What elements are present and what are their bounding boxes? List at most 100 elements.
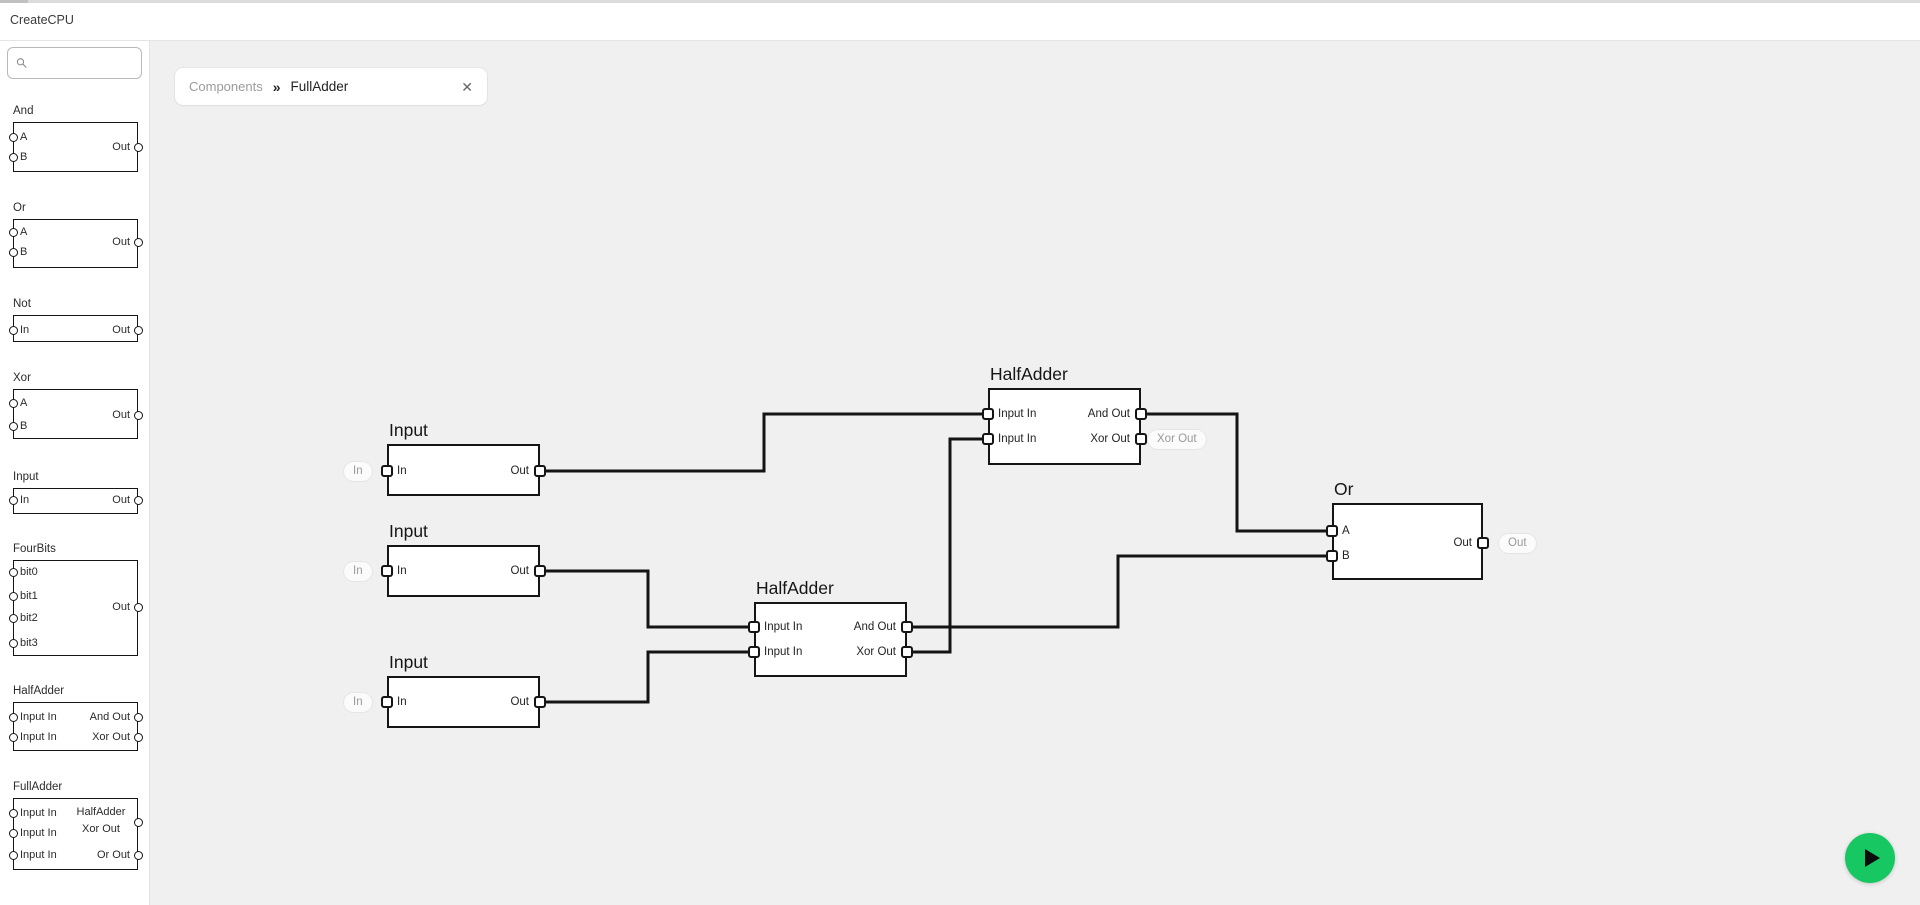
sidebar-component-name-not: Not	[13, 298, 31, 310]
search-icon	[16, 58, 27, 68]
tab-close-icon[interactable]: ✕	[461, 78, 473, 95]
sidebar-and-output-label-1: Out	[112, 141, 130, 153]
sidebar-fourbits-input-label-1: bit0	[20, 566, 38, 578]
app-title: CreateCPU	[10, 13, 74, 27]
sidebar-component-halfadder[interactable]	[13, 702, 138, 751]
node-input-2-input-port-1[interactable]	[381, 565, 393, 577]
sidebar-input-input-label-1: In	[20, 494, 30, 506]
sidebar-component-not[interactable]	[13, 315, 138, 342]
sidebar-component-name-halfadder: HalfAdder	[13, 685, 65, 697]
sidebar-not-input-port-1	[8, 325, 18, 335]
sidebar	[0, 41, 150, 905]
sidebar-halfadder-output-label-2: Xor Out	[92, 731, 130, 743]
node-halfadder-bottom[interactable]	[754, 602, 907, 677]
node-or-1-input-label-2: B	[1342, 550, 1350, 562]
sidebar-not-output-label-1: Out	[112, 324, 130, 336]
sidebar-or-output-port-1	[133, 237, 143, 247]
sidebar-fulladder-input-label-3: Input In	[20, 849, 57, 861]
run-simulation-button[interactable]	[1845, 833, 1895, 883]
tab-title: FullAdder	[290, 79, 349, 94]
sidebar-component-name-or: Or	[13, 202, 26, 214]
sidebar-halfadder-output-port-1	[133, 712, 143, 722]
sidebar-fulladder-output-port-2	[133, 850, 143, 860]
node-input-2-output-label-1: Out	[510, 565, 529, 577]
node-halfadder-top[interactable]	[988, 388, 1141, 465]
node-or-1-input-label-1: A	[1342, 525, 1350, 537]
wire-halfadder-bottom-xor-out-to-halfadder-top-input-in-2[interactable]	[907, 437, 988, 654]
sidebar-halfadder-output-label-1: And Out	[89, 711, 130, 723]
component-search[interactable]	[7, 47, 142, 79]
sidebar-and-input-port-1	[8, 132, 18, 142]
node-halfadder-top-output-port-1[interactable]	[1135, 408, 1147, 420]
sidebar-component-name-xor: Xor	[13, 372, 31, 384]
sidebar-fulladder-input-label-2: Input In	[20, 827, 57, 839]
sidebar-component-name-fourbits: FourBits	[13, 543, 56, 555]
wire-input-1-out-to-halfadder-top-input-in-1[interactable]	[540, 412, 988, 473]
sidebar-component-and[interactable]	[13, 122, 138, 172]
sidebar-or-input-label-2: B	[20, 246, 28, 258]
node-halfadder-top-output-port-2[interactable]	[1135, 433, 1147, 445]
sidebar-component-fulladder[interactable]	[13, 798, 138, 870]
sidebar-and-input-label-2: B	[20, 151, 28, 163]
sidebar-and-output-port-1	[133, 142, 143, 152]
sidebar-component-name-input: Input	[13, 471, 39, 483]
wire-halfadder-bottom-and-out-to-or-1-b[interactable]	[907, 554, 1332, 629]
sidebar-input-output-label-1: Out	[112, 494, 130, 506]
node-input-2-input-pin-tag: In	[344, 562, 372, 581]
play-icon	[1865, 849, 1880, 867]
node-halfadder-top-output-label-2: Xor Out	[1090, 433, 1130, 445]
node-input-3-title: Input	[389, 652, 428, 672]
search-input[interactable]	[33, 55, 133, 71]
node-input-3-input-port-1[interactable]	[381, 696, 393, 708]
node-input-3-output-port-1[interactable]	[534, 696, 546, 708]
sidebar-or-output-label-1: Out	[112, 236, 130, 248]
sidebar-component-xor[interactable]	[13, 389, 138, 439]
wire-input-2-out-to-halfadder-bottom-input-in-1[interactable]	[540, 569, 754, 629]
sidebar-fourbits-output-label-1: Out	[112, 601, 130, 613]
node-input-3-input-pin-tag: In	[344, 693, 372, 712]
sidebar-component-fourbits[interactable]	[13, 560, 138, 656]
node-halfadder-bottom-output-label-2: Xor Out	[856, 646, 896, 658]
node-halfadder-bottom-input-label-2: Input In	[764, 646, 803, 658]
node-halfadder-bottom-input-port-2[interactable]	[748, 646, 760, 658]
sidebar-component-or[interactable]	[13, 219, 138, 268]
node-halfadder-bottom-output-port-2[interactable]	[901, 646, 913, 658]
sidebar-fourbits-input-label-4: bit3	[20, 637, 38, 649]
node-halfadder-bottom-output-port-1[interactable]	[901, 621, 913, 633]
sidebar-or-input-port-2	[8, 247, 18, 257]
sidebar-fourbits-input-port-4	[8, 638, 18, 648]
window-top-strip	[0, 0, 1920, 3]
node-input-1-output-port-1[interactable]	[534, 465, 546, 477]
node-or-1-input-port-2[interactable]	[1326, 550, 1338, 562]
sidebar-halfadder-input-port-2	[8, 732, 18, 742]
wire-halfadder-top-and-out-to-or-1-a[interactable]	[1141, 412, 1332, 533]
node-halfadder-bottom-input-port-1[interactable]	[748, 621, 760, 633]
node-or-1-input-port-1[interactable]	[1326, 525, 1338, 537]
node-input-1-input-pin-tag: In	[344, 462, 372, 481]
sidebar-halfadder-input-label-1: Input In	[20, 711, 57, 723]
sidebar-fulladder-output-label-1: HalfAdder Xor Out	[76, 806, 126, 835]
sidebar-input-input-port-1	[8, 495, 18, 505]
node-halfadder-top-input-port-2[interactable]	[982, 433, 994, 445]
wire-input-3-out-to-halfadder-bottom-input-in-2[interactable]	[540, 650, 754, 704]
sidebar-halfadder-input-label-2: Input In	[20, 731, 57, 743]
node-or-1-output-port-1[interactable]	[1477, 537, 1489, 549]
node-halfadder-bottom-output-label-1: And Out	[853, 621, 896, 633]
node-or-1-output-pin-tag: Out	[1499, 534, 1536, 553]
node-halfadder-top-input-label-1: Input In	[998, 408, 1037, 420]
node-or-1[interactable]	[1332, 503, 1483, 580]
node-input-1-input-port-1[interactable]	[381, 465, 393, 477]
sidebar-xor-output-label-1: Out	[112, 409, 130, 421]
node-input-3-output-label-1: Out	[510, 696, 529, 708]
breadcrumb-components[interactable]: Components	[189, 79, 263, 94]
sidebar-component-input[interactable]	[13, 488, 138, 514]
tab-fulladder[interactable]: Components » FullAdder ✕	[175, 68, 487, 105]
node-input-2-output-port-1[interactable]	[534, 565, 546, 577]
sidebar-fourbits-input-port-2	[8, 591, 18, 601]
breadcrumb-separator-icon: »	[272, 78, 281, 95]
sidebar-fourbits-input-port-1	[8, 567, 18, 577]
node-halfadder-top-input-port-1[interactable]	[982, 408, 994, 420]
node-halfadder-top-output-pin-tag: Xor Out	[1148, 430, 1206, 449]
